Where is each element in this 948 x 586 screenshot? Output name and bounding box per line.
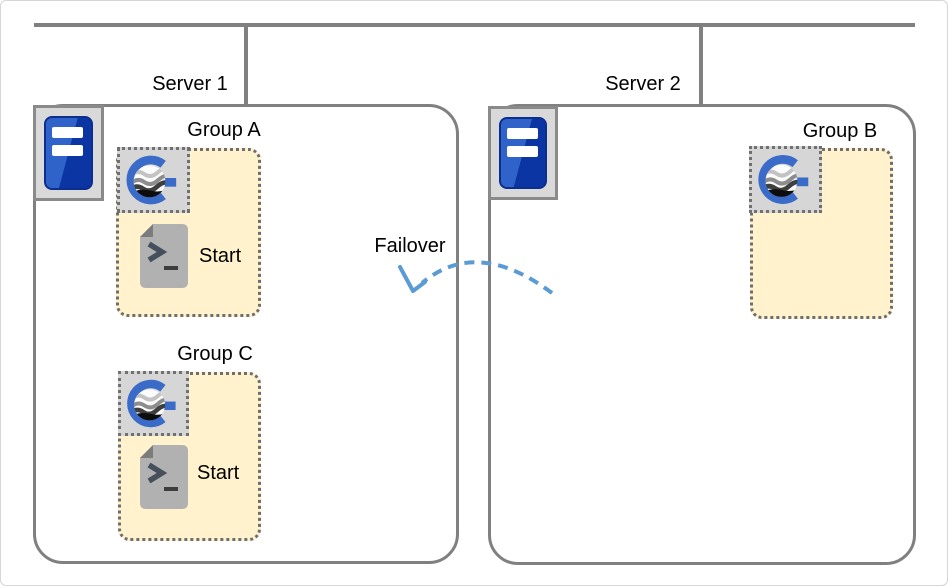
- server-tower-body: [44, 116, 93, 190]
- globe-g-logo-graphic: [752, 149, 819, 210]
- server-tower-body: [499, 117, 547, 189]
- group-c-label: Group C: [177, 343, 253, 365]
- group-c-start-script-label: Start: [197, 462, 240, 484]
- network-bus-line: [34, 23, 915, 27]
- group-a-start-script-label: Start: [199, 245, 242, 267]
- server1-drop-line: [244, 23, 248, 107]
- server-tower-icon: [33, 105, 104, 201]
- terminal-script-file-icon: [139, 444, 189, 510]
- server2-label: Server 2: [605, 73, 681, 95]
- dashed-curved-arrow-icon: [398, 260, 554, 295]
- globe-g-logo-icon: [749, 146, 822, 213]
- globe-g-logo-graphic: [121, 374, 186, 433]
- server-slot-bar: [52, 127, 83, 138]
- globe-g-logo-icon: [117, 147, 190, 213]
- group-b-label: Group B: [802, 120, 878, 142]
- terminal-script-file-icon: [139, 223, 189, 289]
- server-slot-bar: [507, 128, 538, 139]
- server-slot-bar: [507, 146, 538, 157]
- globe-g-logo-graphic: [120, 150, 187, 210]
- globe-g-logo-icon: [118, 371, 189, 436]
- server1-label: Server 1: [152, 73, 228, 95]
- group-a-label: Group A: [187, 119, 261, 141]
- failover-label: Failover: [374, 235, 446, 257]
- server2-drop-line: [699, 23, 703, 107]
- server-tower-icon: [488, 106, 558, 200]
- server-slot-bar: [52, 145, 83, 156]
